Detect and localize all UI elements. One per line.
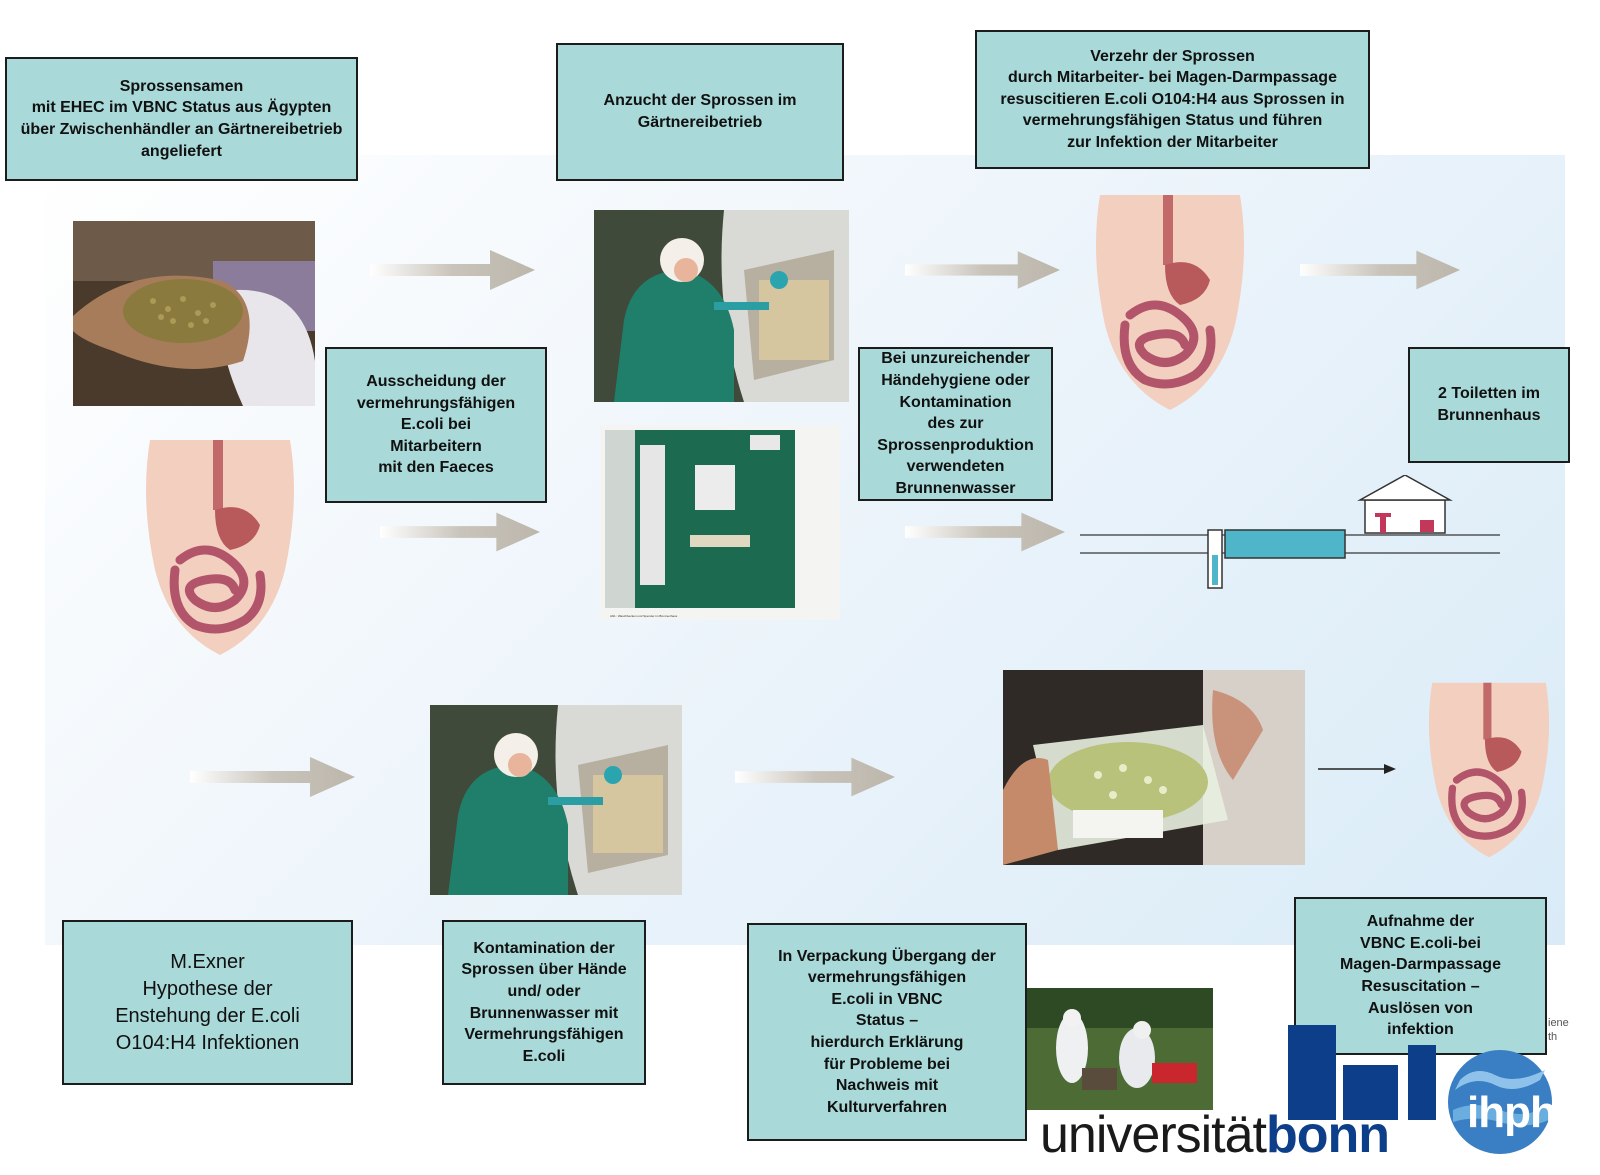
well-house-schematic <box>1080 475 1500 589</box>
logo-cut-text-1: iene <box>1548 1017 1569 1029</box>
arrow-package-to-uptake <box>1318 764 1396 774</box>
box-cultivation: Anzucht der Sprossen im Gärtnereibetrieb <box>556 43 844 181</box>
body-icon-left <box>146 440 294 655</box>
ihph-text: ihph <box>1467 1088 1557 1137</box>
wordmark-light: universität <box>1040 1106 1267 1164</box>
arrow-start-to-contamination <box>190 757 355 797</box>
arrow-seeds-to-cultivation <box>370 250 535 290</box>
box-contamination: Kontamination der Sprossen über Hände un… <box>442 920 646 1085</box>
arrow-handwash-to-well <box>905 512 1065 552</box>
handwash-room-photo: Abb.: Waschbecken und Spender im Brunnen… <box>600 425 840 620</box>
arrow-excretion-to-handwash <box>380 512 540 552</box>
box-packaging: In Verpackung Übergang der vermehrungsfä… <box>747 923 1027 1141</box>
investigators-photo <box>1027 988 1213 1110</box>
worker-sprout-machine-photo-2 <box>430 705 682 895</box>
human-digestive-tract-icon <box>1428 682 1550 858</box>
body-icon-right <box>1428 682 1550 858</box>
logo-cut-text-2: th <box>1548 1031 1558 1043</box>
sprouts-package-photo <box>1003 670 1305 865</box>
wordmark-bold: bonn <box>1266 1106 1390 1164</box>
arrow-cultivation-to-consumption <box>905 251 1060 289</box>
arrow-consumption-to-excretion <box>1300 250 1460 290</box>
box-author-hypothesis: M.Exner Hypothese der Enstehung der E.co… <box>62 920 353 1085</box>
box-uptake: Aufnahme der VBNC E.coli-bei Magen-Darmp… <box>1294 897 1547 1055</box>
university-bonn-wordmark: universitätbonn <box>1040 1105 1390 1165</box>
arrow-contamination-to-packaging <box>735 757 895 797</box>
uni-bonn-logo-graphic <box>1288 1025 1436 1120</box>
svg-text:Abb.: Waschbecken und Spender: Abb.: Waschbecken und Spender im Brunnen… <box>610 614 678 618</box>
box-toilets: 2 Toiletten im Brunnenhaus <box>1408 347 1570 463</box>
box-hygiene: Bei unzureichender Händehygiene oder Kon… <box>858 347 1053 501</box>
body-icon-top <box>1096 195 1244 410</box>
worker-sprout-machine-photo <box>594 210 849 402</box>
box-seeds: Sprossensamen mit EHEC im VBNC Status au… <box>5 57 358 181</box>
human-digestive-tract-icon <box>146 440 294 655</box>
seeds-hand-photo <box>73 221 315 406</box>
ihph-logo: ihph <box>1445 1050 1570 1170</box>
box-excretion: Ausscheidung der vermehrungsfähigen E.co… <box>325 347 547 503</box>
human-digestive-tract-icon <box>1096 195 1244 410</box>
box-consumption: Verzehr der Sprossen durch Mitarbeiter- … <box>975 30 1370 169</box>
